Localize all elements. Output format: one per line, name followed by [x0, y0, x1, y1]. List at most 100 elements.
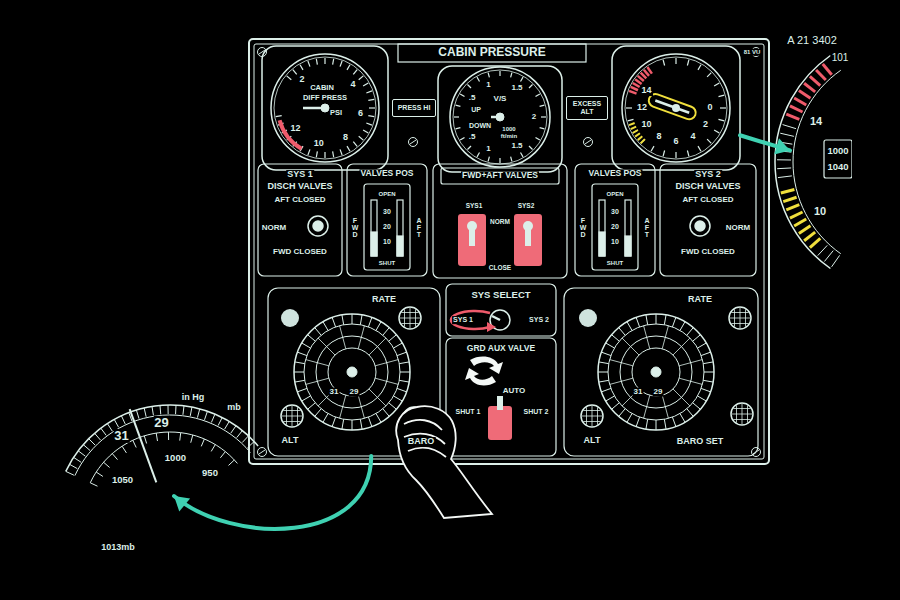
scale-tick [144, 408, 146, 417]
scale-tick [810, 238, 820, 247]
panel-frame [249, 39, 769, 464]
scale-tick [389, 403, 397, 409]
scale-tick [342, 419, 344, 429]
callout-arrow [740, 135, 790, 154]
scale-tick [521, 77, 524, 81]
panel-label: OPEN [377, 191, 396, 198]
knob-grip [742, 404, 743, 424]
gauge-needle [496, 113, 504, 121]
panel-label: CLOSE [488, 264, 512, 271]
scale-tick [651, 146, 654, 151]
scale-tick [242, 436, 248, 443]
scale-tick [622, 338, 639, 355]
valve-position-indicator [625, 200, 631, 256]
scale-tick [302, 343, 311, 348]
scale-tick [368, 317, 371, 326]
selector-knob [492, 316, 500, 320]
scale-tick [601, 388, 610, 391]
vertical-speed-gauge: V/SUPDOWN1000 ft/min.511.52.511.5 [438, 66, 562, 172]
scale-tick [656, 420, 657, 430]
scale-tick [777, 167, 791, 169]
scale-tick [626, 107, 632, 108]
panel-label: ALT [583, 436, 602, 446]
panel-label: 14 [809, 115, 823, 127]
arrow-head [174, 496, 190, 511]
scale-tick [714, 83, 719, 86]
scale-tick [340, 326, 346, 349]
panel-label: SYS 2 [694, 170, 722, 180]
scale-tick [467, 84, 471, 88]
panel-label: 1 [485, 81, 491, 90]
scale-tick [175, 405, 176, 414]
valve-position-indicator [599, 200, 605, 256]
panel-label: 4 [689, 132, 696, 142]
zoomed-baro-scale: in Hgmb312910501000950 [84, 388, 264, 496]
panel-label: SHUT [606, 260, 624, 267]
knob-grip [597, 407, 598, 424]
switch-group-frame [660, 164, 756, 276]
scale-tick [133, 440, 136, 447]
scale-tick [375, 360, 398, 366]
panel-label: 1.5 [510, 142, 523, 151]
cabin-pressure-panel: CABIN PRESSURE2CABINDIFF PRESSPSI4681012… [248, 38, 770, 465]
rotary-switch [690, 216, 710, 236]
scale-tick [136, 410, 139, 419]
scale-tick [300, 65, 303, 70]
panel-label: FWD [580, 217, 587, 238]
zoomed-altitude-dial: 141000104010 [790, 100, 852, 226]
scale-tick [340, 395, 346, 418]
scale-tick [293, 70, 297, 75]
caption-label: 81 VU [743, 49, 762, 56]
scale-tick [619, 328, 625, 336]
scale-tick [499, 158, 500, 163]
scale-tick [790, 212, 803, 218]
scale-tick [225, 421, 230, 429]
scale-tick [352, 420, 353, 430]
knob-grip [401, 323, 418, 324]
panel-label: NORM [489, 218, 511, 225]
scale-tick [122, 446, 126, 453]
panel-label: .5 [468, 132, 477, 141]
scale-tick [323, 322, 328, 331]
press-hi-light: PRESS HI [392, 99, 436, 117]
scale-tick [804, 83, 815, 92]
scale-tick [778, 176, 792, 178]
switch-group-frame [564, 288, 758, 456]
scale-tick [662, 395, 668, 418]
scale-tick [366, 123, 372, 125]
panel-label: EXCESS ALT [568, 100, 606, 115]
turn-arrow [465, 357, 503, 386]
scale-tick [363, 130, 368, 133]
dial-hub [347, 367, 357, 377]
scale-tick [78, 451, 85, 456]
scale-tick [342, 315, 344, 325]
panel-label: 1000 ft/min [494, 126, 524, 139]
scale-tick [786, 205, 799, 210]
turn-arrow [470, 357, 503, 374]
panel-label: 29 [653, 388, 664, 397]
dial-ring [598, 314, 714, 430]
scale-tick [703, 380, 713, 382]
panel-label: AFT CLOSED [681, 196, 734, 205]
scale-tick [641, 139, 645, 143]
valve-position-indicator [371, 200, 377, 256]
panel-label: V/S [493, 95, 508, 104]
scale-tick [619, 409, 625, 417]
scale-tick [644, 326, 650, 349]
scale-tick [633, 130, 638, 133]
valve-position-indicator [364, 184, 410, 270]
panel-label: CABIN PRESSURE [437, 46, 546, 59]
highlighted-needle [655, 101, 689, 113]
scale-tick [529, 146, 533, 150]
scale-tick [612, 403, 620, 409]
panel-label: DIFF PRESS [302, 94, 348, 102]
scale-tick [635, 133, 640, 136]
knob-grip [583, 421, 600, 422]
panel-frame [398, 44, 586, 62]
scale-tick [295, 380, 305, 382]
panel-label: 2 [702, 120, 709, 130]
cabin-altitude-gauge: 02468101214 [612, 46, 740, 170]
switch-group-frame [433, 164, 567, 278]
panel-screw [584, 138, 593, 147]
